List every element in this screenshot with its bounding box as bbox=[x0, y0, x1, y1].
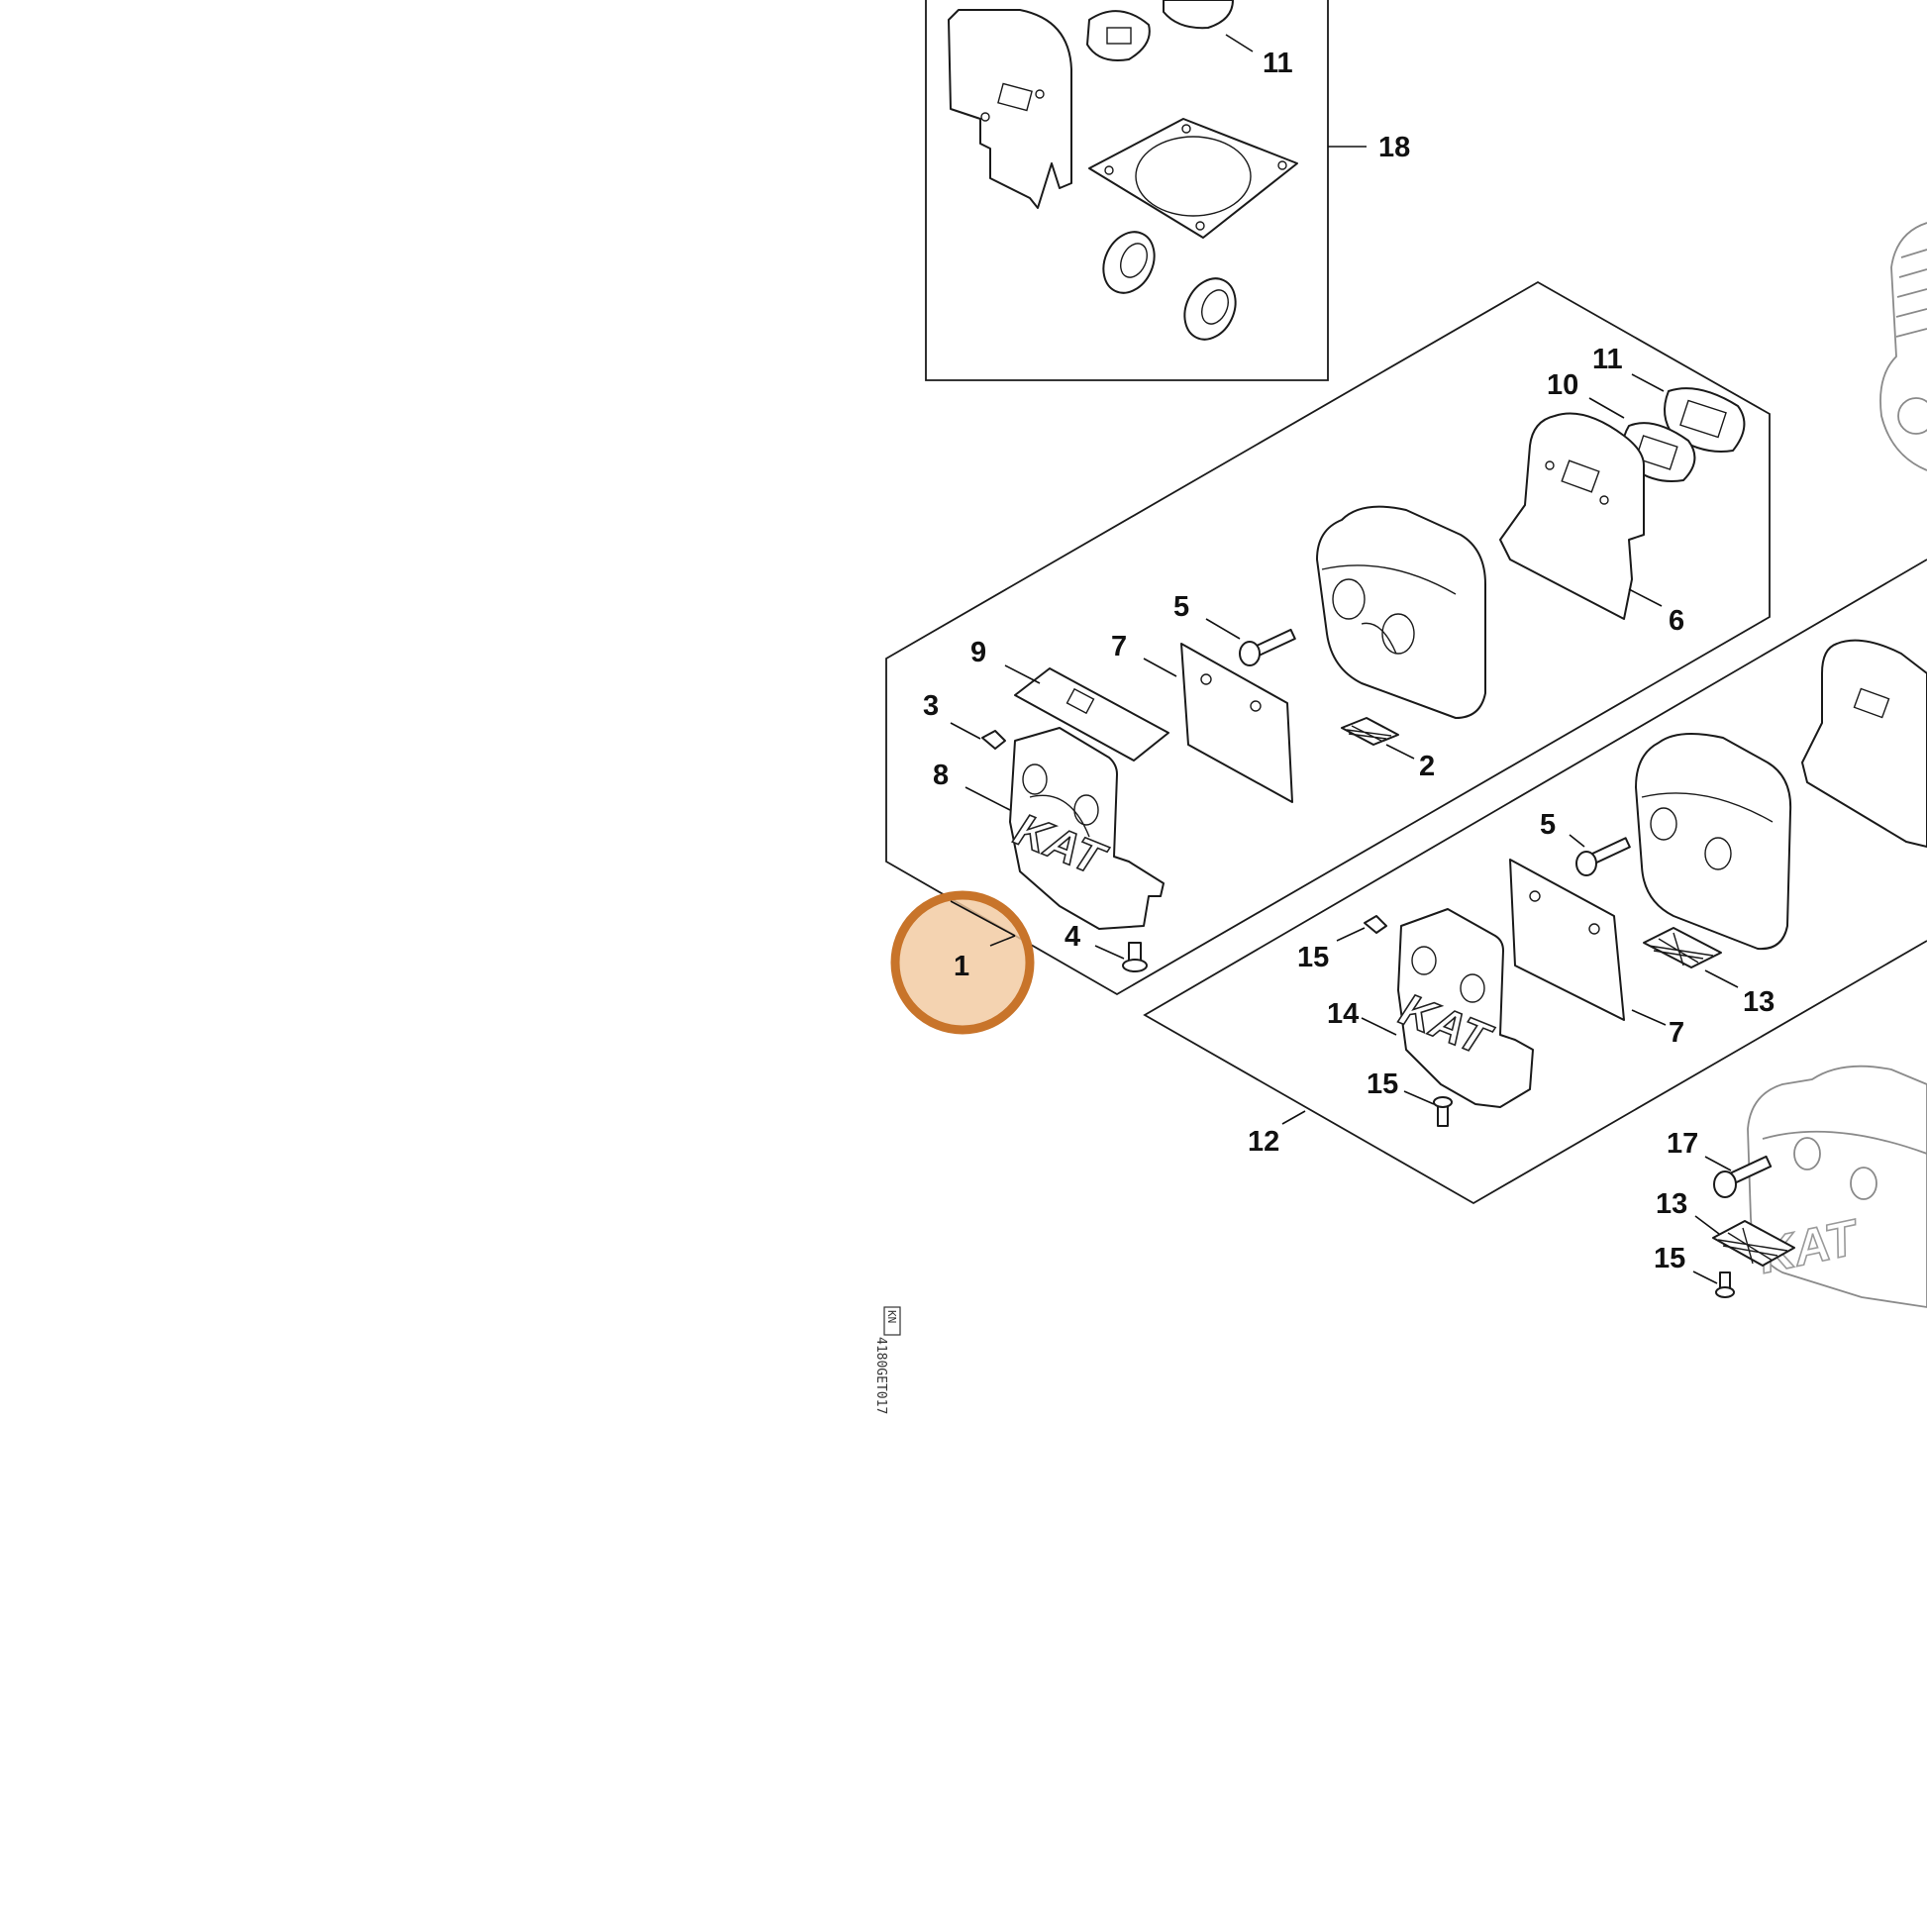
screw-part bbox=[1239, 628, 1296, 666]
callout-15[interactable]: 15 bbox=[1297, 942, 1329, 973]
seal-ring-part bbox=[1183, 277, 1237, 341]
drawing-code: 4180GET017 bbox=[873, 1337, 888, 1414]
catalyst-shield-part bbox=[1009, 727, 1165, 930]
muffler-kit-1-panel: 11 10 6 5 2 bbox=[885, 280, 1771, 996]
callout-17[interactable]: 17 bbox=[1667, 1128, 1698, 1160]
callout-15[interactable]: 15 bbox=[1654, 1243, 1685, 1274]
screen-part bbox=[1341, 717, 1399, 746]
callout-2[interactable]: 2 bbox=[1419, 751, 1435, 782]
seal-ring-part bbox=[1102, 231, 1156, 294]
small-screw-part bbox=[1364, 915, 1387, 934]
catalyst-shield-part bbox=[1397, 908, 1534, 1108]
heat-shield-part bbox=[1499, 412, 1645, 620]
screen-part bbox=[1643, 927, 1722, 968]
loose-parts-group: KAT 17 13 15 bbox=[1654, 1065, 1927, 1308]
callout-11[interactable]: 11 bbox=[1592, 344, 1623, 375]
callout-18[interactable]: 18 bbox=[1378, 132, 1410, 163]
callout-5[interactable]: 5 bbox=[1540, 809, 1556, 841]
callout-8[interactable]: 8 bbox=[933, 760, 949, 791]
engine-block-partial bbox=[1879, 222, 1927, 471]
callout-11[interactable]: 11 bbox=[1263, 48, 1293, 79]
callout-12[interactable]: 12 bbox=[1248, 1126, 1279, 1158]
callout-6[interactable]: 6 bbox=[1669, 605, 1684, 637]
small-gasket-part bbox=[1163, 0, 1234, 30]
screw-part bbox=[1122, 942, 1148, 972]
screw-part bbox=[1575, 837, 1631, 876]
plate-part bbox=[1509, 859, 1625, 1021]
exhaust-gasket-part bbox=[1664, 387, 1746, 453]
callout-13[interactable]: 13 bbox=[1656, 1188, 1687, 1220]
callout-14[interactable]: 14 bbox=[1327, 998, 1359, 1030]
flat-gasket-part bbox=[1014, 667, 1169, 762]
selection-highlight[interactable] bbox=[890, 890, 1035, 1035]
small-gasket-part bbox=[1086, 10, 1151, 61]
screen-part bbox=[1712, 1220, 1795, 1267]
callout-5[interactable]: 5 bbox=[1173, 591, 1189, 623]
callout-1[interactable]: 1 bbox=[954, 951, 969, 982]
plate-part bbox=[1180, 643, 1293, 803]
screw-part bbox=[1715, 1271, 1735, 1298]
drawing-code-stamp: 4180GET017 KN bbox=[873, 1306, 901, 1414]
callout-10[interactable]: 10 bbox=[1547, 369, 1578, 401]
muffler-kit-2-panel: 5 13 7 15 KAT 14 15 12 bbox=[1143, 559, 1927, 1205]
callout-13[interactable]: 13 bbox=[1743, 986, 1775, 1018]
screw-part bbox=[1433, 1096, 1453, 1127]
heat-shield-part bbox=[1801, 639, 1927, 848]
callout-7[interactable]: 7 bbox=[1669, 1017, 1684, 1049]
heat-shield-part bbox=[948, 9, 1072, 209]
small-screw-part bbox=[981, 730, 1006, 750]
selected-callout-1[interactable]: 1 bbox=[890, 890, 1035, 1035]
callout-15[interactable]: 15 bbox=[1367, 1068, 1398, 1100]
gasket-kit-box: 11 18 bbox=[925, 0, 1410, 381]
callout-3[interactable]: 3 bbox=[923, 690, 939, 722]
callout-4[interactable]: 4 bbox=[1065, 921, 1080, 953]
muffler-part bbox=[1635, 733, 1792, 951]
callout-9[interactable]: 9 bbox=[970, 637, 986, 668]
cylinder-gasket-part bbox=[1088, 118, 1298, 239]
callout-7[interactable]: 7 bbox=[1111, 631, 1127, 662]
muffler-part bbox=[1316, 505, 1486, 719]
drawing-tag: KN bbox=[885, 1310, 898, 1323]
screw-part bbox=[1713, 1155, 1773, 1198]
